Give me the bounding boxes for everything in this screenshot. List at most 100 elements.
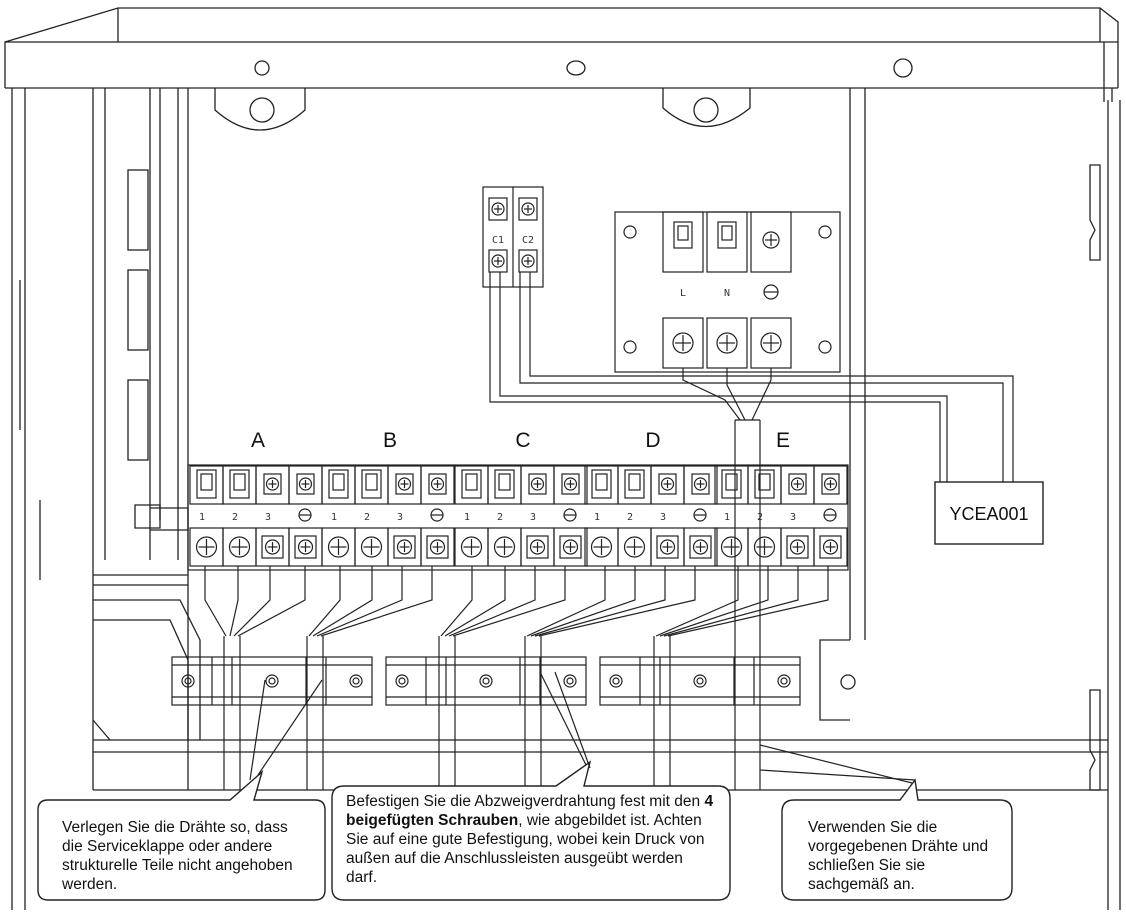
clamp-screw-icon [265,674,279,688]
terminal-group-label: B [383,429,397,452]
clamp-screw-inner [780,677,788,685]
screw-terminal-icon [228,536,251,558]
clamp-screw-inner [398,677,406,685]
screw-terminal-icon [720,536,743,558]
controller-label: YCEA001 [949,504,1028,524]
comm-screw-frame [488,197,508,221]
push-terminal-icon [461,469,482,499]
push-terminal-icon [624,469,645,499]
terminal-number: 2 [497,512,503,523]
terminal-number: 1 [331,512,337,523]
screw-terminal-icon [430,477,445,491]
terminal-number: 3 [265,512,271,523]
terminal-number: 1 [199,512,205,523]
screw-terminal-icon [822,539,839,555]
terminal-group-label: E [776,429,790,452]
screw-terminal-icon [563,477,578,491]
push-terminal-slot [332,473,345,491]
comm-wire [519,272,1004,482]
comm-wire [529,272,1014,482]
branch-wire [448,566,536,637]
push-terminal-icon [754,469,775,499]
power-upper-cell [662,211,704,273]
clamp-screw-icon [693,674,707,688]
clamp-screw-inner [184,677,192,685]
screw-terminal-icon [530,477,545,491]
screw-terminal-icon [659,539,676,555]
terminal-group-label: D [645,429,660,452]
mounting-lugs [214,88,751,131]
push-terminal-icon [591,469,612,499]
comm-terminal-label: C1 [492,235,504,246]
push-terminal-slot [465,473,478,491]
comm-screw-frame [488,249,508,273]
push-terminal-icon [361,469,382,499]
clamp-screw-inner [566,677,574,685]
clamp-screw-inner [268,677,276,685]
push-terminal-slot [758,473,771,491]
power-upper-cell [706,211,748,273]
terminal-lower-cell [553,527,588,567]
screw-terminal-icon [672,332,694,354]
push-terminal-icon [717,221,737,249]
terminal-upper-cell [683,465,718,505]
branch-wire [667,566,829,637]
screw-terminal-icon [265,477,280,491]
callout-box-right [781,778,1013,901]
callout-right-text: Verwenden Sie die vorgegebenen Drähte un… [808,819,989,893]
strip-end-clip [150,507,189,531]
terminal-screw-frame [393,535,416,559]
push-terminal-slot [725,473,738,491]
screw-terminal-icon [491,254,505,268]
callout-box-left [37,769,326,901]
terminal-screw-frame [261,535,284,559]
branch-wire [312,566,373,637]
left-panel [19,88,201,741]
screw-terminal-icon [493,536,516,558]
controller-box: YCEA001 [934,481,1044,545]
screw-terminal-icon [429,539,446,555]
push-terminal-icon [328,469,349,499]
branch-wire [444,566,506,637]
clamp-screw-inner [482,677,490,685]
callout-middle-part2: , wie abgebildet ist. Achten Sie auf ein… [346,812,705,886]
terminal-screw-frame [691,473,710,495]
terminal-number: 2 [364,512,370,523]
branch-wire [320,566,433,637]
screw-terminal-icon [195,536,218,558]
comm-terminal-label: C2 [522,235,534,246]
terminal-screw-frame [788,473,807,495]
terminal-number: 3 [530,512,536,523]
terminal-screw-frame [559,535,582,559]
terminal-upper-cell [813,465,848,505]
screw-terminal-icon [623,536,646,558]
clamp-screw-icon [395,674,409,688]
cable-clamps [171,656,801,706]
terminal-number: 3 [660,512,666,523]
terminal-screw-frame [263,473,282,495]
push-terminal-slot [595,473,608,491]
terminal-lower-cell [683,527,718,567]
terminal-screw-frame [526,535,549,559]
screw-terminal-icon [327,536,350,558]
branch-wire [440,566,473,637]
branch-wire [659,566,769,637]
screw-terminal-icon [716,332,738,354]
screw-terminal-icon [264,539,281,555]
branch-wire [204,566,227,637]
power-terminal-label: L [680,288,686,299]
screw-terminal-icon [693,477,708,491]
push-terminal-icon [494,469,515,499]
clamp-bar [385,656,587,706]
push-terminal-slot [677,225,689,241]
screw-terminal-icon [297,539,314,555]
terminal-screw-frame [561,473,580,495]
screw-terminal-icon [521,254,535,268]
branch-wire [538,566,696,637]
clamp-screw-inner [696,677,704,685]
enclosure-lid [4,7,1119,102]
branch-wire [237,566,306,637]
branch-wire [663,566,799,637]
